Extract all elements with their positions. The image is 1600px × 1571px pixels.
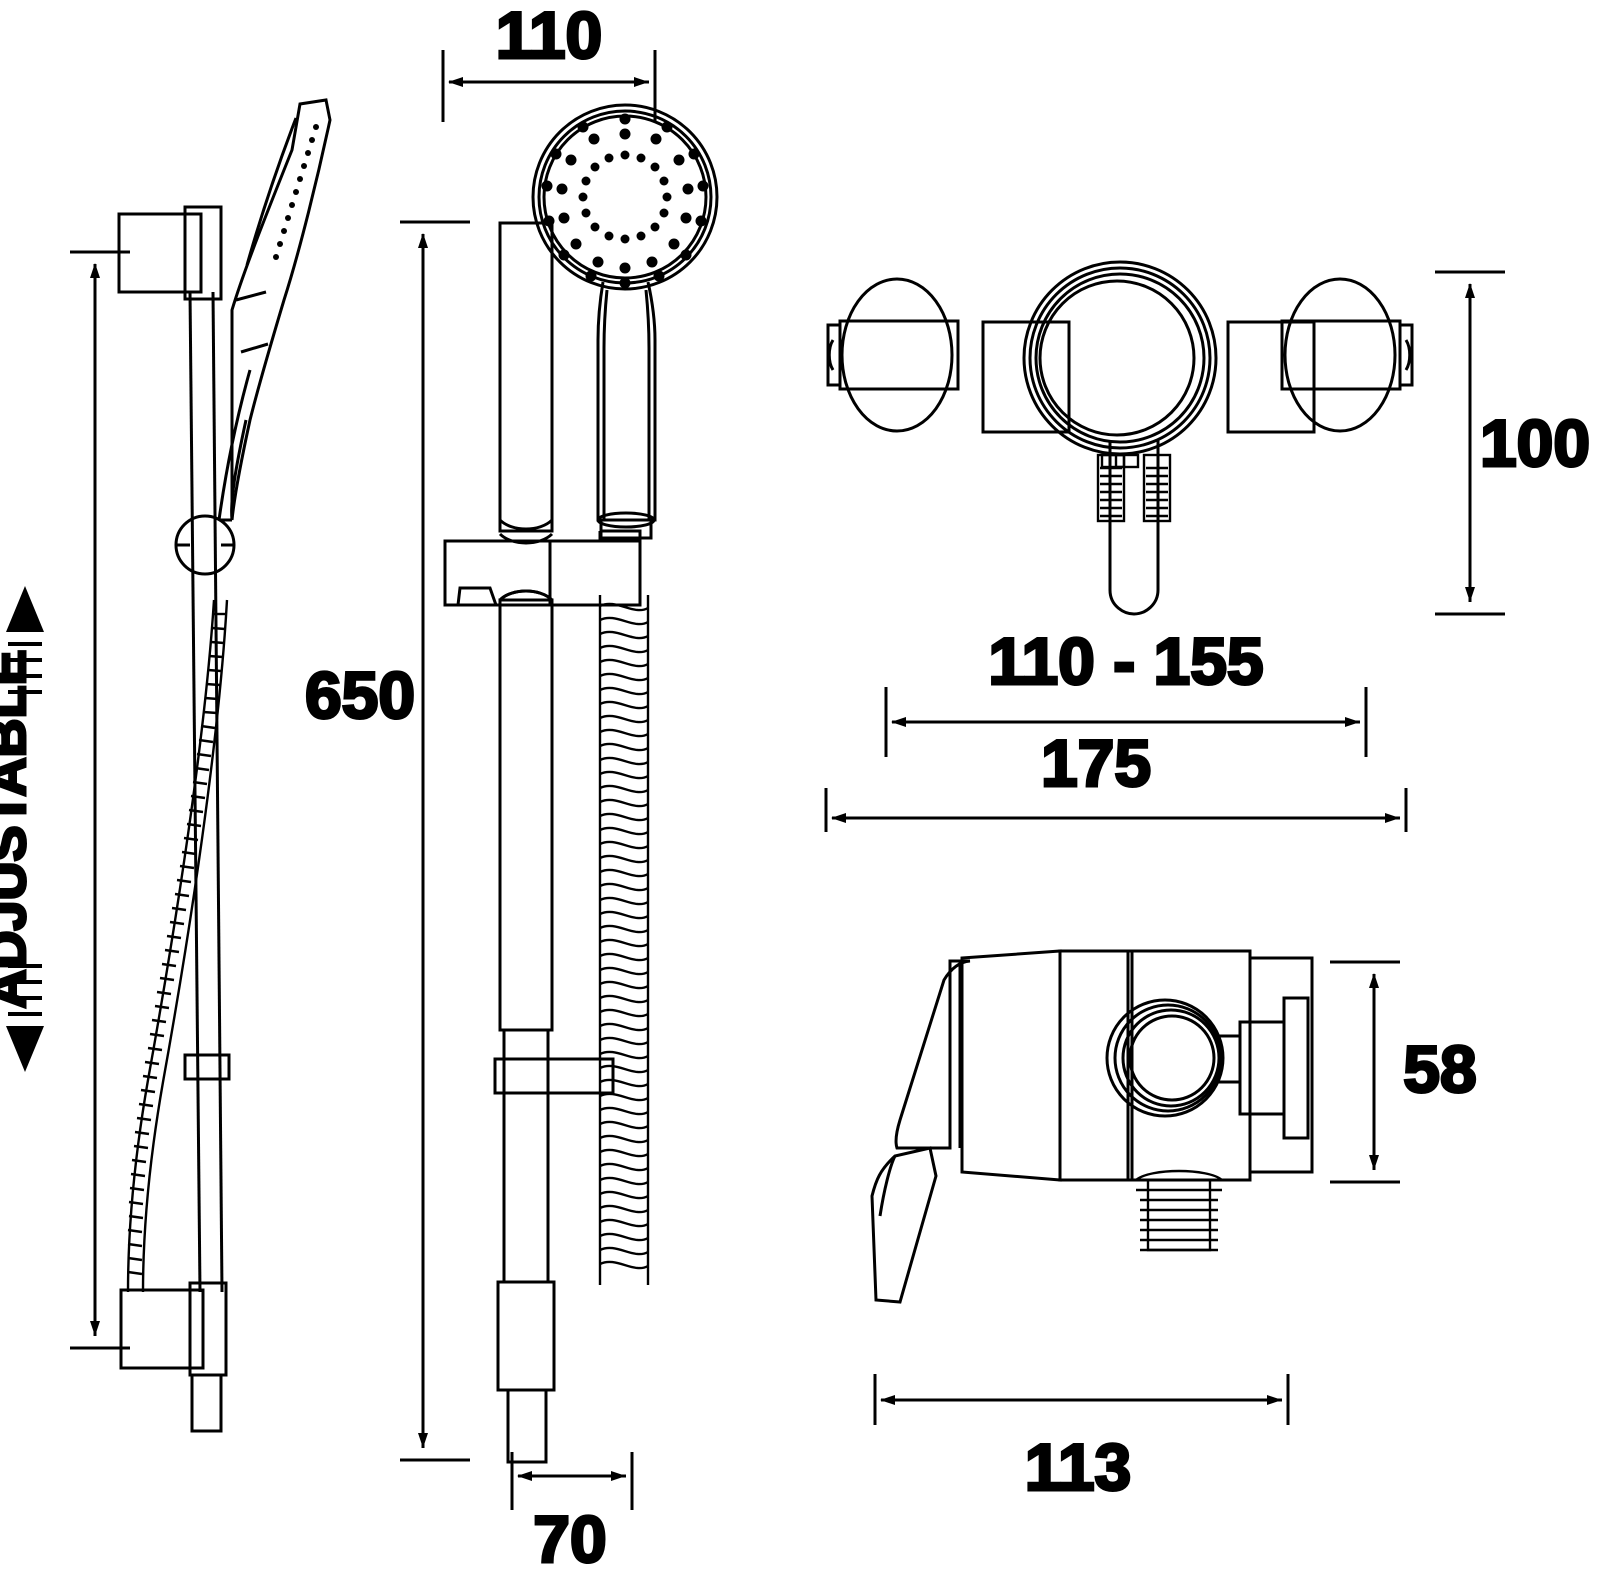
view-front-rail [443, 103, 719, 1464]
rail-lower-shelf [493, 1057, 615, 1095]
left-control-handle [826, 277, 960, 433]
slider-holder [174, 514, 236, 1081]
view-mixer-valve-side [870, 949, 1314, 1304]
hose-ribs-front [599, 602, 649, 1270]
lever-handle [870, 959, 971, 1304]
bottom-wall-bracket [119, 1281, 228, 1433]
central-temperature-dial [1022, 260, 1218, 456]
right-control-handle [1280, 277, 1414, 433]
valve-body-side [960, 949, 1314, 1182]
dim-175-valve: 175 [824, 725, 1408, 832]
dim-113-valve: 113 [873, 1374, 1290, 1506]
dim-113-valve-label: 113 [1025, 1430, 1131, 1504]
rail-tube-front [496, 221, 556, 1464]
dim-70-base-label: 70 [533, 1502, 606, 1571]
outlet-pipe [1108, 440, 1160, 616]
dim-100-valve: 100 [1435, 270, 1592, 616]
dim-adjustable: ADJUSTABLE [0, 586, 44, 1072]
dim-110-155: 110 - 155 [884, 623, 1368, 757]
valve-body-right [1226, 320, 1316, 434]
dim-110-head: 110 [441, 0, 657, 122]
dim-110-head-label: 110 [496, 0, 602, 72]
handset-face-dots [273, 124, 319, 260]
adjustable-arrow-down [6, 1026, 44, 1072]
dim-650-rail-label: 650 [305, 658, 415, 732]
dim-175-valve-label: 175 [1041, 726, 1151, 800]
adjustable-ticks-bottom [8, 964, 42, 1016]
dim-side-rail-height [70, 250, 130, 1350]
handset-side [217, 98, 332, 522]
handset-handle [596, 281, 657, 540]
flexible-hose-front [598, 595, 650, 1285]
adjustable-ticks-top [8, 642, 42, 694]
slider-bracket-front [443, 529, 642, 607]
dim-110-155-label: 110 - 155 [988, 624, 1263, 698]
top-wall-bracket [117, 205, 223, 301]
side-cap [1105, 996, 1310, 1140]
threaded-outlet-side [1135, 1169, 1223, 1252]
dim-100-valve-label: 100 [1480, 406, 1590, 480]
adjustable-label: ADJUSTABLE [0, 649, 37, 1008]
dim-650-rail: 650 [303, 220, 470, 1462]
shower-head-spray-holes [541, 113, 709, 289]
dim-70-base: 70 [510, 1452, 634, 1571]
dim-58-valve: 58 [1330, 960, 1478, 1184]
adjustable-arrow-up [6, 586, 44, 632]
view-side-rail [117, 98, 332, 1433]
dim-58-valve-label: 58 [1403, 1032, 1476, 1106]
valve-body-left [981, 320, 1071, 434]
hose-ribs [127, 612, 226, 1276]
view-mixer-valve-front [826, 260, 1414, 616]
flexible-hose-side [126, 599, 229, 1293]
